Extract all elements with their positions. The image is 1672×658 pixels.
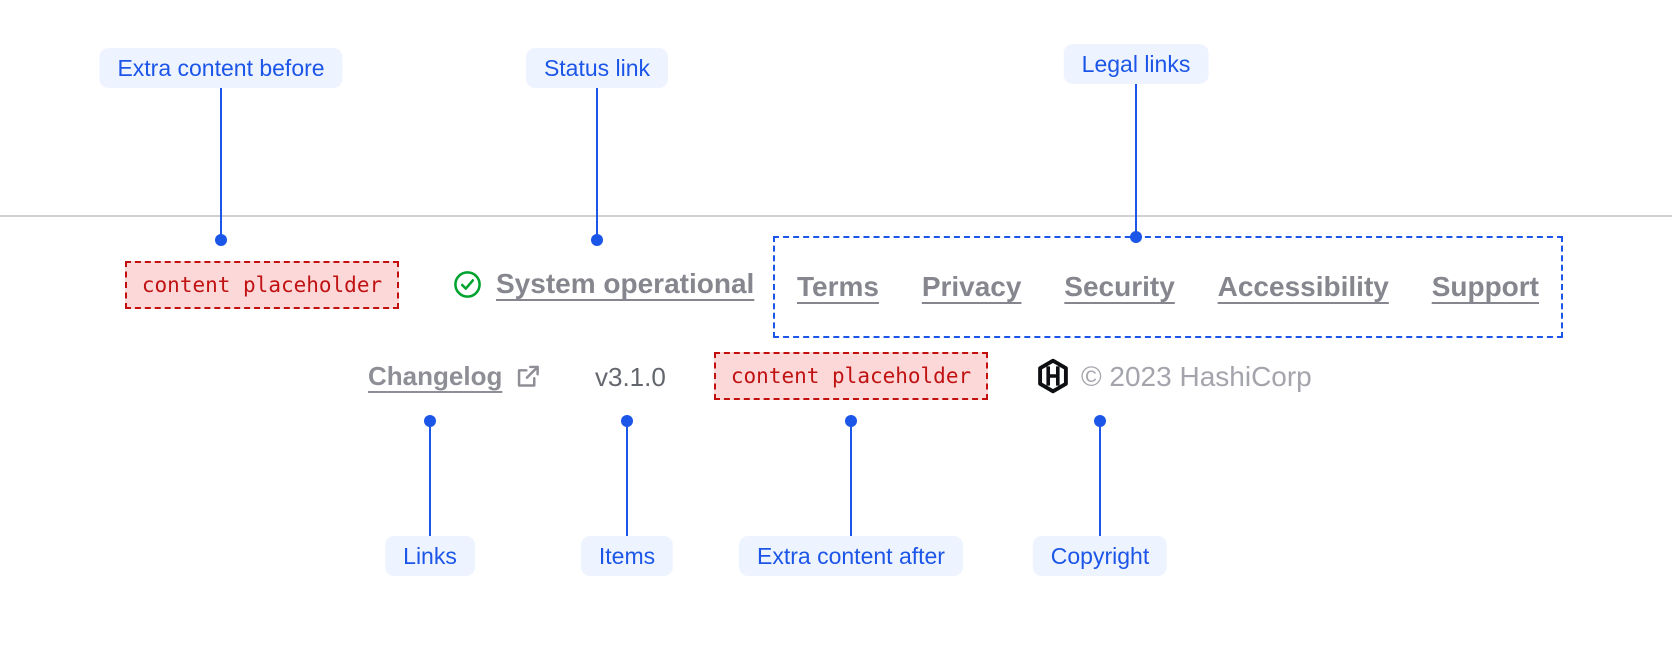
copyright-text: © 2023 HashiCorp bbox=[1081, 361, 1312, 392]
footer-top-divider bbox=[0, 215, 1672, 217]
annotation-status-link: Status link bbox=[525, 48, 669, 88]
annotation-line bbox=[850, 421, 852, 536]
changelog-link[interactable]: Changelog bbox=[368, 352, 541, 400]
annotation-line bbox=[1135, 84, 1137, 235]
annotation-extra-content-before: Extra content before bbox=[99, 48, 343, 88]
legal-link-security[interactable]: Security bbox=[1064, 271, 1175, 302]
hashicorp-logo bbox=[1035, 358, 1071, 394]
extra-content-before-placeholder: content placeholder bbox=[125, 261, 399, 309]
version-item: v3.1.0 bbox=[595, 362, 666, 392]
annotation-dot bbox=[591, 234, 603, 246]
annotation-copyright: Copyright bbox=[1032, 536, 1168, 576]
annotation-line bbox=[1099, 421, 1101, 536]
annotation-line bbox=[626, 421, 628, 536]
check-circle-icon bbox=[453, 270, 482, 299]
annotation-extra-content-after: Extra content after bbox=[739, 536, 963, 576]
changelog-link-label[interactable]: Changelog bbox=[368, 360, 503, 391]
annotation-items: Items bbox=[580, 536, 674, 576]
annotation-legal-links: Legal links bbox=[1063, 44, 1209, 84]
annotation-links: Links bbox=[385, 536, 475, 576]
extra-content-after-placeholder: content placeholder bbox=[714, 352, 988, 400]
legal-link-support[interactable]: Support bbox=[1431, 271, 1539, 302]
annotation-dot bbox=[215, 234, 227, 246]
annotation-line bbox=[429, 421, 431, 536]
status-link-label[interactable]: System operational bbox=[496, 268, 755, 299]
legal-link-terms[interactable]: Terms bbox=[797, 271, 879, 302]
legal-link-privacy[interactable]: Privacy bbox=[921, 271, 1022, 302]
legal-links-group: Terms Privacy Security Accessibility Sup… bbox=[773, 236, 1563, 338]
external-link-icon bbox=[514, 363, 541, 390]
status-link[interactable]: System operational bbox=[453, 236, 754, 332]
annotation-line bbox=[220, 88, 222, 238]
annotation-line bbox=[596, 88, 598, 238]
legal-link-accessibility[interactable]: Accessibility bbox=[1217, 271, 1389, 302]
